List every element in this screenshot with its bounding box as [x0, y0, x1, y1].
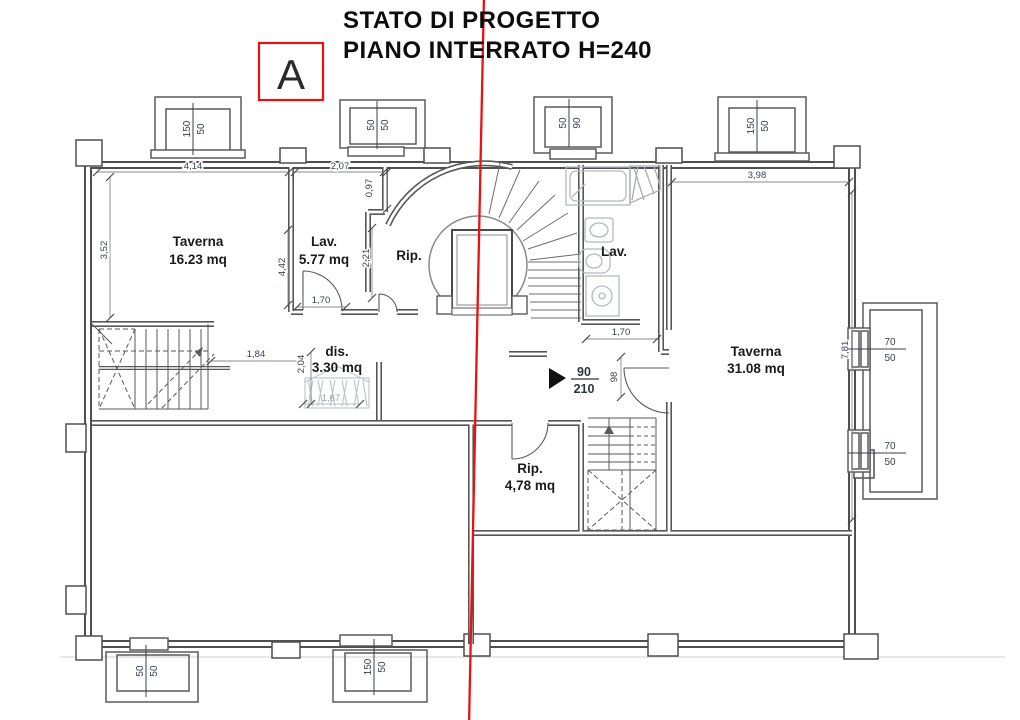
exterior-walls: [65, 139, 879, 661]
room-dis-area: 3.30 mq: [312, 360, 362, 375]
window-label-top-center: 50 90: [558, 99, 583, 147]
dim-door-clearance: 98: [609, 372, 620, 383]
stair-direction-arrow: [195, 347, 203, 357]
window-label-top-right: 150 50: [746, 100, 771, 152]
dimension-lines: [92, 167, 857, 525]
svg-text:150: 150: [363, 658, 374, 675]
title-line1: STATO DI PROGETTO: [343, 7, 600, 34]
section-marker-letter: A: [277, 51, 305, 98]
room-rip2-area: 4,78 mq: [505, 478, 555, 493]
room-taverna1-name: Taverna: [173, 234, 224, 249]
room-taverna2-name: Taverna: [731, 344, 782, 359]
room-labels: Taverna 16.23 mq Lav. 5.77 mq Rip. Lav. …: [169, 234, 785, 493]
room-lav2-name: Lav.: [601, 244, 627, 259]
room-taverna1-area: 16.23 mq: [169, 252, 227, 267]
well-bottom-left: [105, 637, 199, 703]
door-rip2: [511, 422, 549, 460]
svg-text:70: 70: [884, 337, 896, 348]
dim-bath-width: 1,70: [612, 327, 631, 338]
dim-pillar-offset: 0,97: [364, 179, 375, 198]
svg-text:50: 50: [884, 353, 896, 364]
dim-hall-width: 1,84: [247, 349, 266, 360]
dim-taverna-width: 4,14: [184, 161, 203, 172]
window-label-right-upper: 70 50: [848, 337, 906, 364]
svg-text:50: 50: [149, 665, 160, 677]
well-bottom-middle: [332, 634, 428, 703]
elevator-cabin: [451, 229, 513, 311]
door-height-label: 210: [574, 382, 595, 396]
well-top-left: [150, 96, 246, 159]
washing-machine: [585, 275, 620, 317]
room-dis-name: dis.: [325, 344, 348, 359]
room-taverna2-area: 31.08 mq: [727, 361, 785, 376]
svg-text:50: 50: [884, 457, 896, 468]
dim-taverna2-height: 7,81: [840, 341, 851, 360]
title-line2: PIANO INTERRATO H=240: [343, 37, 652, 64]
well-right: [847, 302, 938, 500]
dimension-ticks: [92, 167, 857, 525]
spiral-stair-treads: [488, 162, 582, 319]
well-top-middle: [339, 99, 426, 157]
dimension-labels: 4,14 2,07 0,97 3,52 4,42 2,21 1,70 1,84 …: [98, 160, 853, 405]
room-lav1-area: 5.77 mq: [299, 252, 349, 267]
stair-direction-arrow: [604, 425, 614, 434]
svg-text:50: 50: [760, 120, 771, 132]
doors: [302, 270, 670, 460]
door-90-210: 90 210: [549, 365, 599, 396]
stair-right: [587, 417, 657, 531]
room-lav1-name: Lav.: [311, 234, 337, 249]
dim-lav-width: 2,07: [331, 161, 350, 172]
dim-hall-height: 2,04: [296, 355, 307, 374]
svg-text:150: 150: [182, 120, 193, 137]
section-cut-line: [467, 0, 486, 720]
svg-text:50: 50: [135, 665, 146, 677]
section-overlays: A: [257, 0, 486, 720]
well-top-center: [533, 96, 613, 160]
well-top-right: [714, 96, 810, 162]
window-labels: 150 50 50 50 50 90 150 50 70 50 70 50: [135, 99, 906, 697]
window-label-bottom-middle: 150 50: [363, 639, 388, 695]
bathtub: [565, 166, 631, 206]
section-marker-box: [257, 41, 325, 102]
svg-text:90: 90: [572, 117, 583, 129]
dim-lav-door-width: 1,70: [312, 295, 331, 306]
window-label-right-lower: 70 50: [848, 441, 906, 468]
bidet: [578, 248, 611, 274]
dim-left-height: 3,52: [99, 241, 110, 260]
closet: [629, 165, 661, 204]
svg-text:50: 50: [380, 119, 391, 131]
elevator-core: [428, 215, 528, 316]
door-taverna2: [623, 367, 670, 414]
svg-text:50: 50: [366, 119, 377, 131]
room-rip2-name: Rip.: [517, 461, 543, 476]
door-width-label: 90: [577, 365, 591, 379]
svg-text:50: 50: [377, 661, 388, 673]
window-label-top-middle: 50 50: [366, 101, 391, 149]
dim-dis-width: 1,67: [322, 393, 341, 404]
dim-taverna-height: 4,42: [277, 258, 288, 277]
svg-text:70: 70: [884, 441, 896, 452]
dim-lav-height: 2,21: [361, 249, 372, 268]
window-label-bottom-left: 50 50: [135, 645, 160, 697]
svg-text:150: 150: [746, 117, 757, 134]
wall-pillars: [65, 139, 879, 661]
sink: [584, 217, 614, 243]
svg-text:50: 50: [196, 123, 207, 135]
window-label-top-left: 150 50: [182, 103, 207, 155]
svg-text:50: 50: [558, 117, 569, 129]
window-wells: [105, 96, 938, 703]
door-lav1: [302, 270, 343, 311]
stair-left: [91, 323, 215, 410]
room-rip1-name: Rip.: [396, 248, 422, 263]
dim-taverna2-width: 3,98: [748, 170, 767, 181]
drawing-title: STATO DI PROGETTO PIANO INTERRATO H=240: [343, 7, 652, 64]
bathroom-fixtures: [565, 165, 661, 317]
dis-furniture: [304, 365, 370, 409]
door-symbol-triangle: [549, 368, 566, 389]
door-rip1: [378, 293, 398, 313]
